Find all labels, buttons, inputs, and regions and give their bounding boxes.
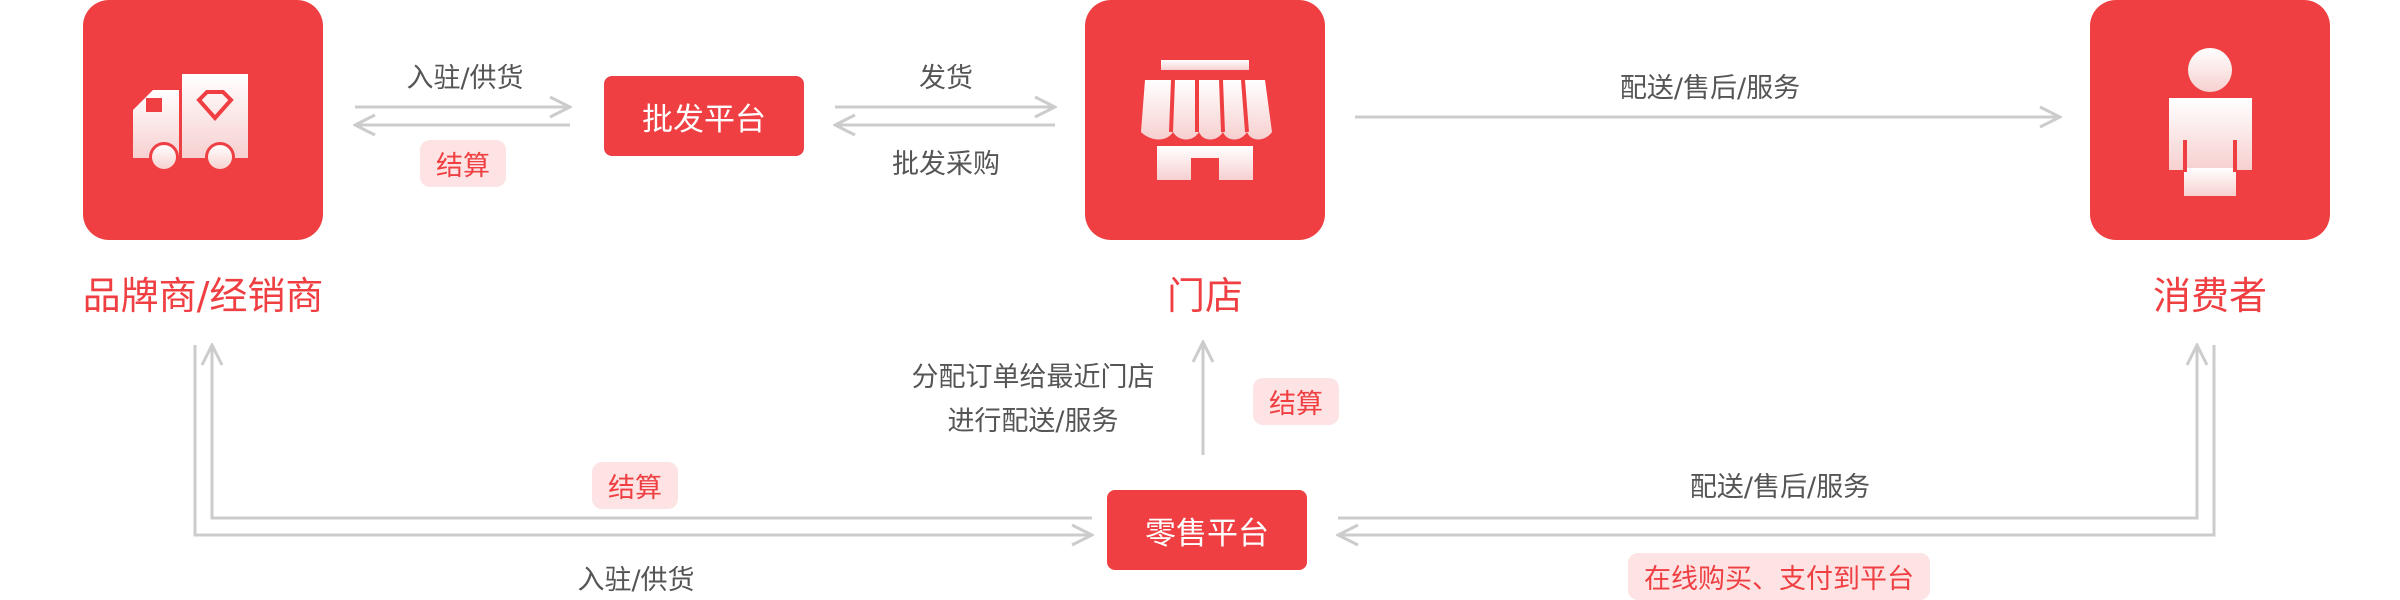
- arrow-retail-to-brand: [212, 345, 1092, 520]
- brand-node: [83, 0, 323, 240]
- store-node: [1085, 0, 1325, 240]
- label-assign-order: 分配订单给最近门店 进行配送/服务: [912, 356, 1155, 444]
- retail-platform: 零售平台: [1107, 490, 1307, 570]
- label-deliver-aftersale-bottom: 配送/售后/服务: [1689, 472, 1871, 503]
- badge-settle-top: 结算: [420, 140, 506, 187]
- label-assign-line1: 分配订单给最近门店: [911, 362, 1155, 393]
- label-settle-supply-top: 入驻/供货: [406, 63, 524, 94]
- arrow-consumer-to-retail: [1338, 345, 2216, 535]
- label-wholesale-purchase: 批发采购: [892, 149, 1000, 180]
- label-assign-line2: 进行配送/服务: [947, 406, 1119, 437]
- store-label: 门店: [1166, 274, 1244, 318]
- label-settle-supply-bottom: 入驻/供货: [577, 565, 695, 596]
- consumer-node: [2090, 0, 2330, 240]
- badge-settle-left: 结算: [592, 462, 678, 509]
- badge-buy-pay: 在线购买、支付到平台: [1628, 553, 1930, 600]
- person-icon: [2169, 48, 2252, 196]
- label-ship: 发货: [919, 63, 973, 94]
- delivery-truck-icon: [133, 74, 248, 172]
- badge-settle-store: 结算: [1253, 378, 1339, 425]
- consumer-label: 消费者: [2152, 274, 2268, 318]
- storefront-awning-icon: [1141, 60, 1272, 180]
- label-deliver-aftersale-top: 配送/售后/服务: [1619, 73, 1801, 104]
- wholesale-platform: 批发平台: [604, 76, 804, 156]
- arrow-brand-to-retail: [193, 345, 1092, 535]
- arrow-retail-to-consumer: [1338, 345, 2197, 520]
- brand-label: 品牌商/经销商: [82, 274, 324, 318]
